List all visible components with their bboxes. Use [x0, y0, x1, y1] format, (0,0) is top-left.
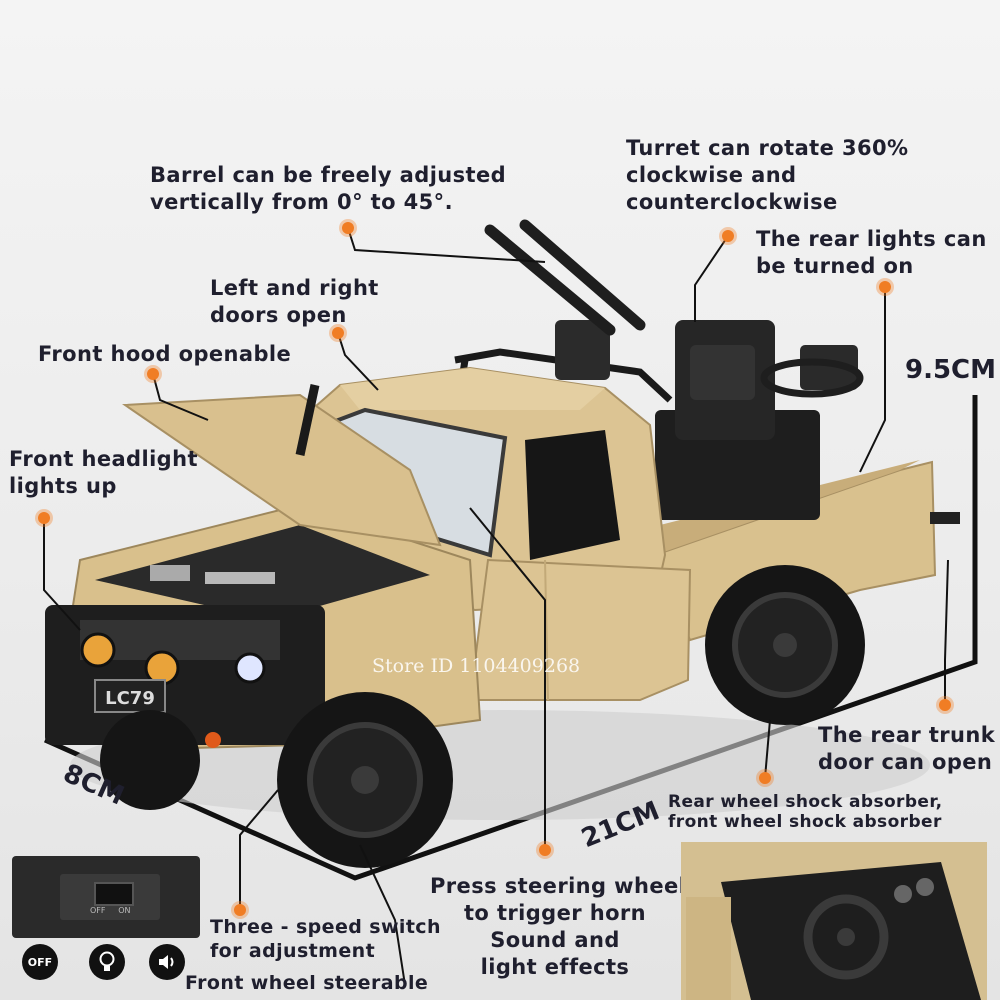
slide-switch	[94, 882, 134, 906]
turret	[484, 219, 864, 520]
marker-doors	[332, 327, 344, 339]
marker-switch	[234, 904, 246, 916]
marker-turret	[722, 230, 734, 242]
caption-hood: Front hood openable	[38, 342, 292, 366]
cab-interior-inset-photo	[681, 842, 987, 1000]
switch-inset-photo: OFF ON	[12, 856, 200, 938]
switch-on-label: ON	[118, 906, 131, 915]
marker-trunk	[939, 699, 951, 711]
marker-hood	[147, 368, 159, 380]
marker-headlight	[38, 512, 50, 524]
speaker-icon	[149, 944, 185, 980]
rear-left-wheel	[100, 710, 200, 810]
caption-steer: Front wheel steerable	[185, 972, 429, 994]
marker-shock	[759, 772, 771, 784]
store-watermark: Store ID 1104409268	[372, 655, 581, 677]
off-icon: OFF	[22, 944, 58, 980]
marker-rear-lights	[879, 281, 891, 293]
rear-wheel	[705, 565, 865, 725]
marker-horn	[539, 844, 551, 856]
license-plate: LC79	[105, 688, 155, 709]
caption-shock: Rear wheel shock absorber,front wheel sh…	[668, 792, 943, 832]
switch-off-label: OFF	[90, 906, 106, 915]
front-wheel	[277, 692, 453, 868]
dimension-height: 9.5CM	[905, 355, 997, 385]
light-bulb-icon	[89, 944, 125, 980]
marker-barrel	[342, 222, 354, 234]
